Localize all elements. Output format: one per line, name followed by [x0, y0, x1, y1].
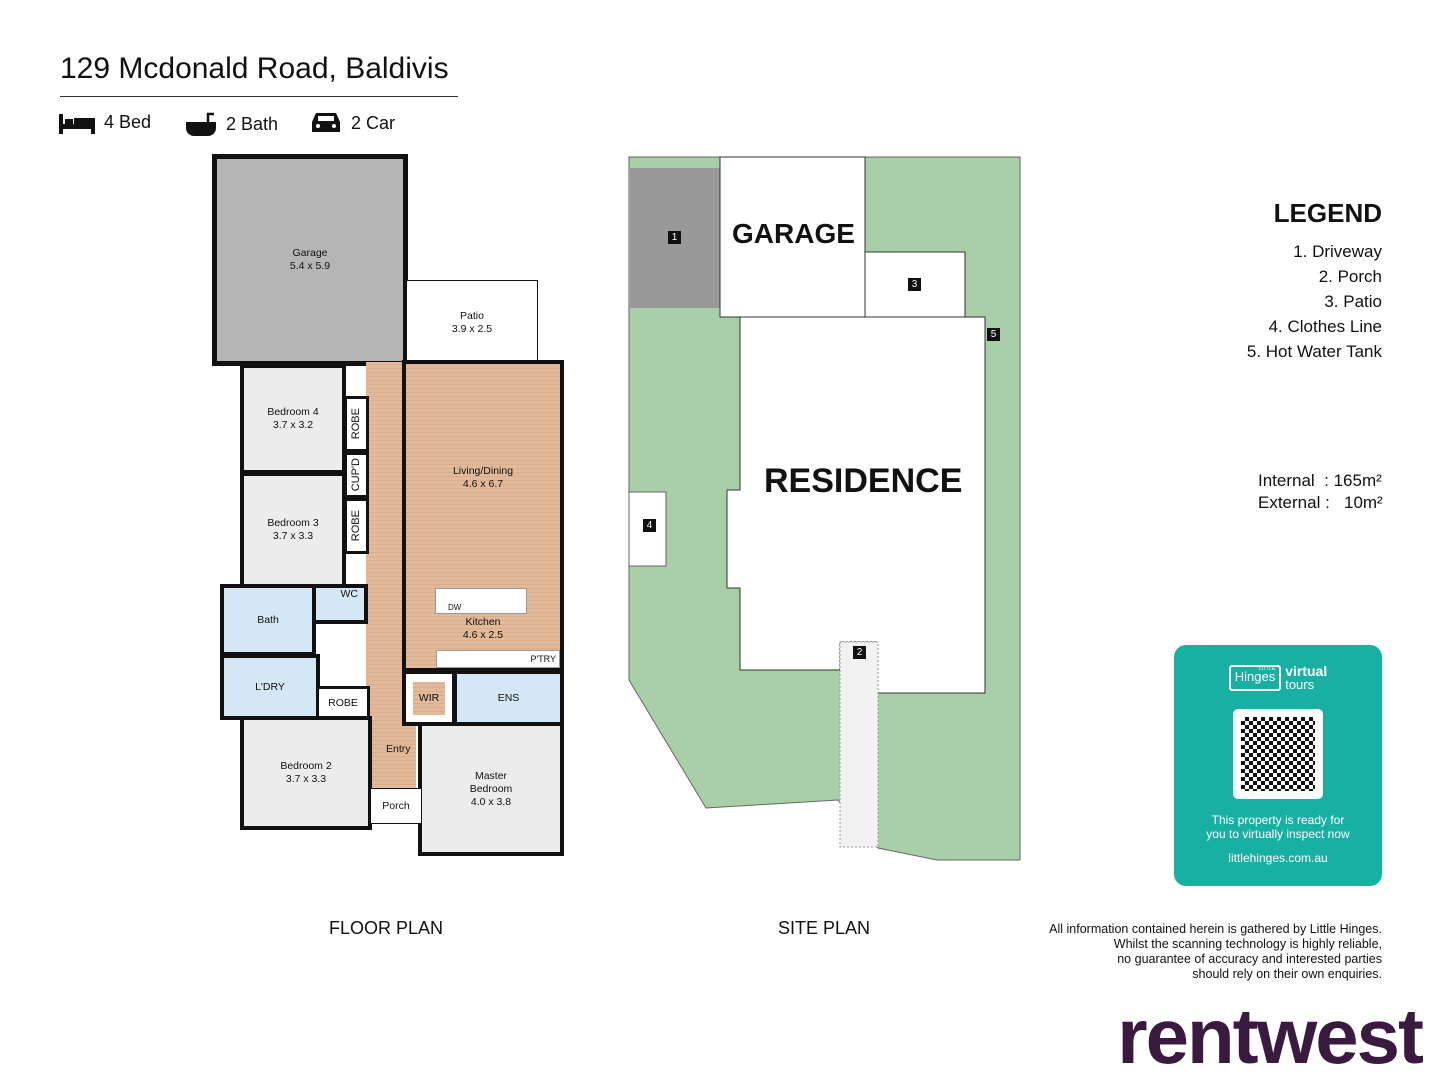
- divider: [60, 96, 458, 97]
- room-name: Bedroom 2: [280, 760, 332, 772]
- legend-item: 3. Patio: [1324, 292, 1382, 311]
- site-plan-caption: SITE PLAN: [778, 918, 871, 938]
- internal-label: Internal: [1258, 471, 1315, 490]
- external-value: 10m²: [1343, 493, 1383, 512]
- room-size: 3.7 x 3.2: [272, 419, 314, 431]
- marker-1: 1: [668, 231, 681, 244]
- car-icon: [312, 113, 340, 132]
- room-size: 4.6 x 6.7: [462, 478, 504, 490]
- logo-tag: virtual: [1285, 663, 1328, 679]
- disclaimer-line: Whilst the scanning technology is highly…: [1113, 937, 1382, 951]
- robe-label: ROBE: [328, 696, 358, 709]
- room-size: 5.4 x 5.9: [289, 260, 331, 272]
- page-title: 129 Mcdonald Road, Baldivis: [60, 52, 449, 85]
- tour-text: This property is ready for: [1211, 813, 1345, 827]
- path: [839, 641, 879, 848]
- site-residence-label: RESIDENCE: [764, 462, 963, 500]
- qr-code[interactable]: [1233, 709, 1323, 799]
- pantry-label: P'TRY: [530, 654, 556, 664]
- room-name: Bath: [257, 613, 279, 626]
- disclaimer-line: no guarantee of accuracy and interested …: [1117, 952, 1382, 966]
- floor-plan-caption: FLOOR PLAN: [329, 918, 444, 938]
- external-label: External :: [1258, 493, 1330, 512]
- external-area: External : 10m²: [1258, 493, 1383, 513]
- disclaimer-line: should rely on their own enquiries.: [1192, 967, 1382, 981]
- robe: ROBE: [344, 498, 369, 554]
- room-name: L'DRY: [255, 680, 285, 693]
- legend-item: 4. Clothes Line: [1268, 317, 1382, 336]
- bath-icon: [186, 112, 216, 136]
- legend-item: 5. Hot Water Tank: [1246, 342, 1382, 361]
- room-name: WIR: [412, 681, 446, 715]
- robe: ROBE: [316, 686, 370, 720]
- room-name: WC: [340, 588, 359, 600]
- room-name: ENS: [497, 691, 520, 704]
- logo-small: LITTLE: [1258, 666, 1276, 672]
- feature-car: 2 Car: [309, 110, 395, 136]
- feature-bath: 2 Bath: [184, 110, 278, 138]
- room-name: Bedroom 3: [267, 517, 319, 529]
- room-name: Living/Dining: [452, 465, 514, 477]
- internal-area: Internal : 165m²: [1258, 471, 1382, 491]
- marker-2: 2: [853, 646, 866, 659]
- tour-text: you to virtually inspect now: [1206, 827, 1350, 841]
- kitchen-island: DW: [435, 588, 527, 614]
- residence-footprint: [726, 316, 986, 694]
- room-size: 3.7 x 3.3: [272, 530, 314, 542]
- room-wc: WC: [312, 584, 368, 624]
- logo-tag: tours: [1285, 677, 1315, 692]
- room-size: 3.7 x 3.3: [285, 773, 327, 785]
- room-size: 4.6 x 2.5: [462, 629, 504, 641]
- garage-footprint: [719, 156, 866, 318]
- marker-4: 4: [643, 519, 656, 532]
- tour-url[interactable]: littlehinges.com.au: [1228, 851, 1328, 865]
- feature-label: 2 Car: [351, 112, 396, 133]
- room-size: 3.9 x 2.5: [451, 322, 493, 335]
- disclaimer: All information contained herein is gath…: [1049, 922, 1382, 982]
- room-porch: Porch: [370, 788, 422, 824]
- feature-label: 4 Bed: [104, 111, 152, 132]
- room-name: Master Bedroom: [469, 769, 513, 795]
- legend-item: 2. Porch: [1318, 267, 1382, 286]
- marker-3: 3: [908, 278, 921, 291]
- marker-5: 5: [987, 328, 1000, 341]
- legend-item: 1. Driveway: [1293, 242, 1382, 261]
- disclaimer-line: All information contained herein is gath…: [1049, 922, 1382, 936]
- feature-bed: 4 Bed: [58, 110, 151, 134]
- rentwest-logo: rentwest: [1117, 992, 1424, 1080]
- internal-value: : 165m²: [1324, 471, 1382, 490]
- bed-icon: [59, 114, 95, 134]
- room-laundry: L'DRY: [220, 654, 320, 720]
- room-size: 4.0 x 3.8: [470, 795, 512, 808]
- room-name: Patio: [460, 309, 484, 322]
- legend-title: LEGEND: [1273, 198, 1382, 228]
- room-name: Bedroom 4: [267, 406, 319, 418]
- robe: ROBE: [344, 396, 369, 452]
- room-name: Porch: [382, 799, 410, 812]
- room-name: Garage: [292, 247, 328, 259]
- kitchen-bench: P'TRY: [436, 650, 560, 668]
- logo-brand: Hinges: [1234, 669, 1276, 684]
- room-name: Kitchen: [465, 616, 501, 628]
- site-garage-label: GARAGE: [732, 218, 855, 249]
- entry-label: Entry: [386, 743, 411, 755]
- feature-label: 2 Bath: [226, 113, 279, 134]
- dishwasher-label: DW: [448, 603, 462, 612]
